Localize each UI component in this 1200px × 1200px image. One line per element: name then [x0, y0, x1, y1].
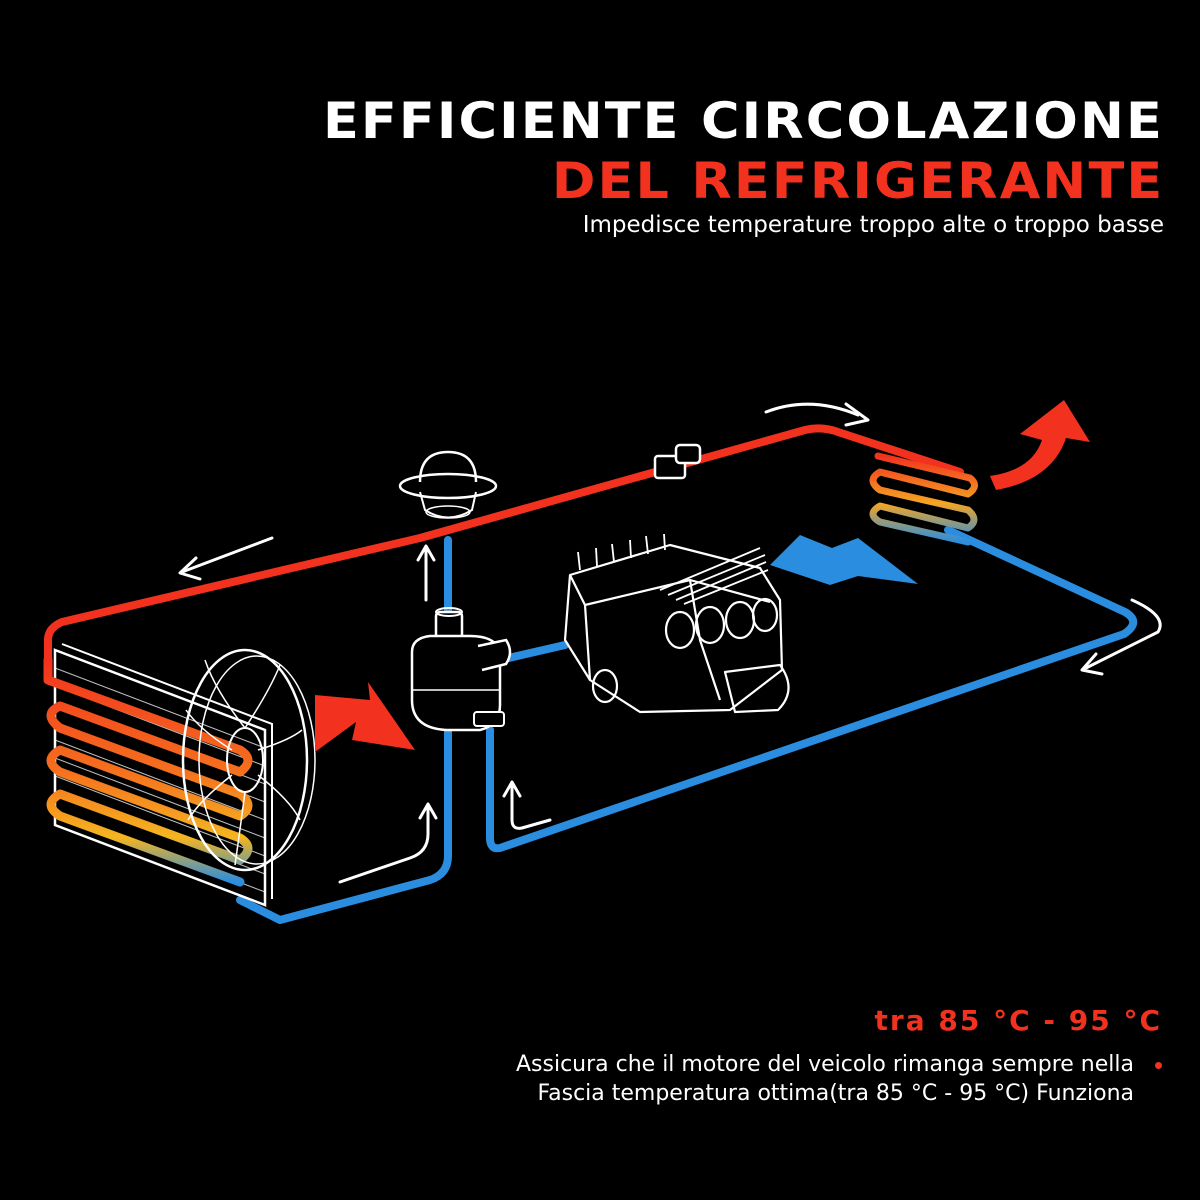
description: Assicura che il motore del veicolo riman… [516, 1050, 1134, 1108]
flow-arrow-top [764, 402, 870, 427]
thermostat-icon [398, 450, 498, 519]
temperature-sensor-icon [653, 443, 702, 480]
subtitle: Impedisce temperature troppo alte o trop… [582, 212, 1164, 238]
cold-engine-pipe [486, 526, 1138, 853]
description-line-1: Assicura che il motore del veicolo riman… [515, 1052, 1134, 1077]
engine-block-icon [563, 533, 790, 714]
flow-arrow-return-up [338, 802, 438, 884]
bullet-dot [1155, 1062, 1162, 1069]
pump-engine-link [496, 641, 569, 664]
flow-arrow-right-turn [1080, 598, 1162, 676]
description-line-2: Fascia temperatura ottima(tra 85 °C - 95… [537, 1081, 1134, 1106]
flow-arrow-left [178, 536, 274, 581]
flow-arrow-engine-up [502, 780, 552, 830]
title-line-1: EFFICIENTE CIRCOLAZIONE [322, 92, 1164, 150]
hot-pipe [44, 424, 964, 664]
temperature-range: tra 85 °C - 95 °C [874, 1004, 1162, 1037]
cold-return-pipe [236, 536, 452, 924]
radiator-icon [43, 643, 273, 907]
heater-core-icon [869, 452, 978, 546]
flow-arrow-thermostat-up [416, 544, 436, 602]
fan-icon [181, 648, 316, 872]
water-pump-icon [410, 607, 512, 732]
hot-air-arrow-radiator [315, 682, 415, 752]
cold-air-arrow-engine [770, 535, 918, 585]
hot-air-arrow-heater [990, 400, 1090, 490]
title-line-2: DEL REFRIGERANTE [551, 152, 1164, 210]
